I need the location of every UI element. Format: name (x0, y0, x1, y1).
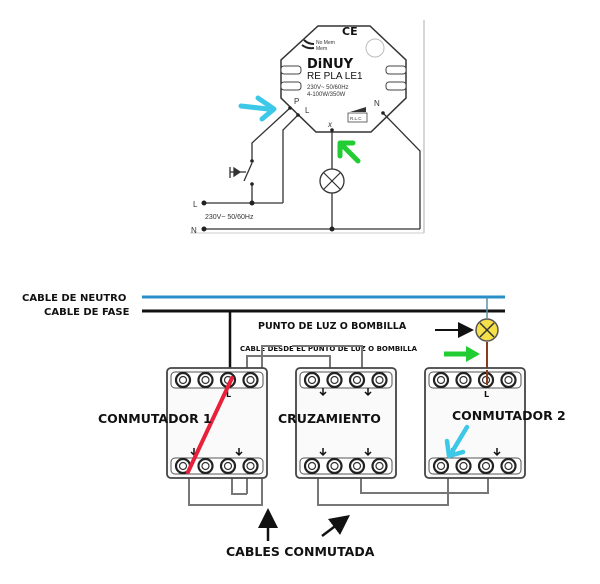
top-wires (204, 107, 421, 230)
terminal-out-label: x (327, 120, 333, 129)
switch1-l-label: L (226, 390, 231, 399)
supply-voltage-label: 230V~ 50/60Hz (205, 214, 254, 221)
terminal-screw-inner (178, 375, 188, 385)
down-arrow-icon (364, 448, 372, 457)
terminal-screw-inner (481, 461, 491, 471)
conmutador-1-label: CONMUTADOR 1 (98, 411, 212, 426)
terminal-screw-inner (246, 375, 255, 385)
conmutador-2-label: CONMUTADOR 2 (452, 408, 566, 423)
cyan-arrow-icon (238, 95, 277, 122)
terminal-screw-inner (201, 375, 210, 385)
terminal-screw-inner (307, 461, 317, 471)
terminal-screw-inner (375, 461, 384, 471)
voltage-label: 230V~ 50/60Hz (307, 85, 349, 91)
terminal-n-label: N (374, 99, 380, 108)
slot (385, 81, 407, 91)
terminal-screw-inner (436, 375, 446, 385)
terminal-screw-inner (330, 461, 339, 471)
cables-conmutada-label: CABLES CONMUTADA (226, 544, 375, 559)
knob-icon (365, 38, 385, 58)
switch2-l-label: L (484, 390, 489, 399)
ce-mark: CE (342, 25, 358, 38)
terminal-screw-inner (352, 461, 362, 471)
red-wire (186, 376, 234, 474)
terminal-screw-inner (352, 375, 362, 385)
slot (280, 81, 302, 91)
mem-icon (301, 39, 315, 50)
cable-neutro-label: CABLE DE NEUTRO (22, 293, 126, 304)
wire-n (382, 112, 421, 229)
green-arrow-icon (444, 346, 480, 362)
top-diagram: CE No Mem Mem DiNUY RE PLA LE1 230V~ 50/… (190, 20, 425, 235)
terminal-screw-inner (459, 375, 468, 385)
down-arrow-icon (319, 388, 327, 397)
supply-n-label: N (191, 226, 197, 235)
terminal-screw-inner (330, 375, 339, 385)
switch-cruzamiento (295, 367, 397, 479)
terminal-screw-inner (307, 375, 317, 385)
pushbutton-icon (229, 162, 253, 182)
mem-label-1: No Mem (316, 40, 335, 46)
terminal-screw-inner (504, 375, 513, 385)
rlc-label: R.L.C (350, 116, 362, 121)
down-arrow-icon (235, 448, 243, 457)
down-arrow-icon (364, 388, 372, 397)
terminal-l-label: L (305, 106, 310, 115)
punto-luz-label: PUNTO DE LUZ O BOMBILLA (258, 321, 407, 332)
supply-l-label: L (193, 200, 198, 209)
terminal-screw-inner (504, 461, 513, 471)
terminal-screw-inner (375, 375, 384, 385)
terminal-screw-inner (436, 461, 446, 471)
model-label: RE PLA LE1 (307, 71, 363, 82)
down-arrow-icon (319, 448, 327, 457)
terminal-screw-inner (246, 461, 255, 471)
ramp-icon (350, 107, 366, 112)
terminal-screw-inner (201, 461, 210, 471)
wire-p (251, 107, 291, 161)
cable-fase-label: CABLE DE FASE (44, 307, 130, 318)
wire-l (282, 114, 299, 203)
terminal-screw-inner (223, 461, 233, 471)
brand-logo: DiNUY (307, 57, 354, 72)
mem-label-2: Mem (316, 46, 327, 52)
cyan-arrow-icon (444, 424, 470, 459)
lamp-icon (319, 168, 345, 194)
slot (280, 65, 302, 75)
junction-dots (201, 106, 385, 232)
rlc-box (347, 112, 368, 123)
terminal-screw-inner (178, 461, 188, 471)
green-arrow-icon (337, 140, 361, 164)
cruzamiento-label: CRUZAMIENTO (278, 411, 381, 426)
bulb-icon (475, 318, 499, 342)
power-label: 4-100W/350W (307, 92, 346, 98)
down-arrow-icon (493, 448, 501, 457)
slot (385, 65, 407, 75)
cable-desde-label: CABLE DESDE EL PUNTO DE LUZ O BOMBILLA (240, 345, 418, 353)
terminal-p-label: P (294, 97, 299, 106)
conmutada-arrow-2-icon (321, 515, 350, 537)
bottom-diagram: CABLE DE NEUTRO CABLE DE FASE PUNTO DE L… (22, 293, 566, 559)
terminal-screw-inner (459, 461, 468, 471)
